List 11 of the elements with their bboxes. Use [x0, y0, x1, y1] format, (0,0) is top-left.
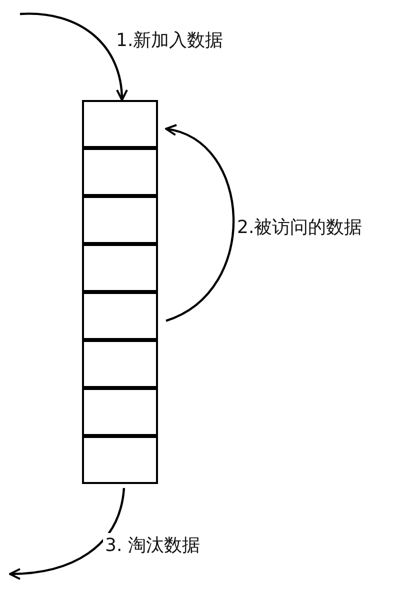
curved-arrow	[9, 488, 126, 580]
list-cell	[82, 148, 158, 196]
list-cell	[82, 340, 158, 388]
curved-arrow	[20, 12, 128, 101]
list-cell	[82, 196, 158, 244]
list-cell	[82, 436, 158, 484]
list-cell	[82, 244, 158, 292]
list-cell	[82, 100, 158, 148]
list-cell	[82, 292, 158, 340]
curved-arrow	[165, 126, 234, 322]
list-cell	[82, 388, 158, 436]
